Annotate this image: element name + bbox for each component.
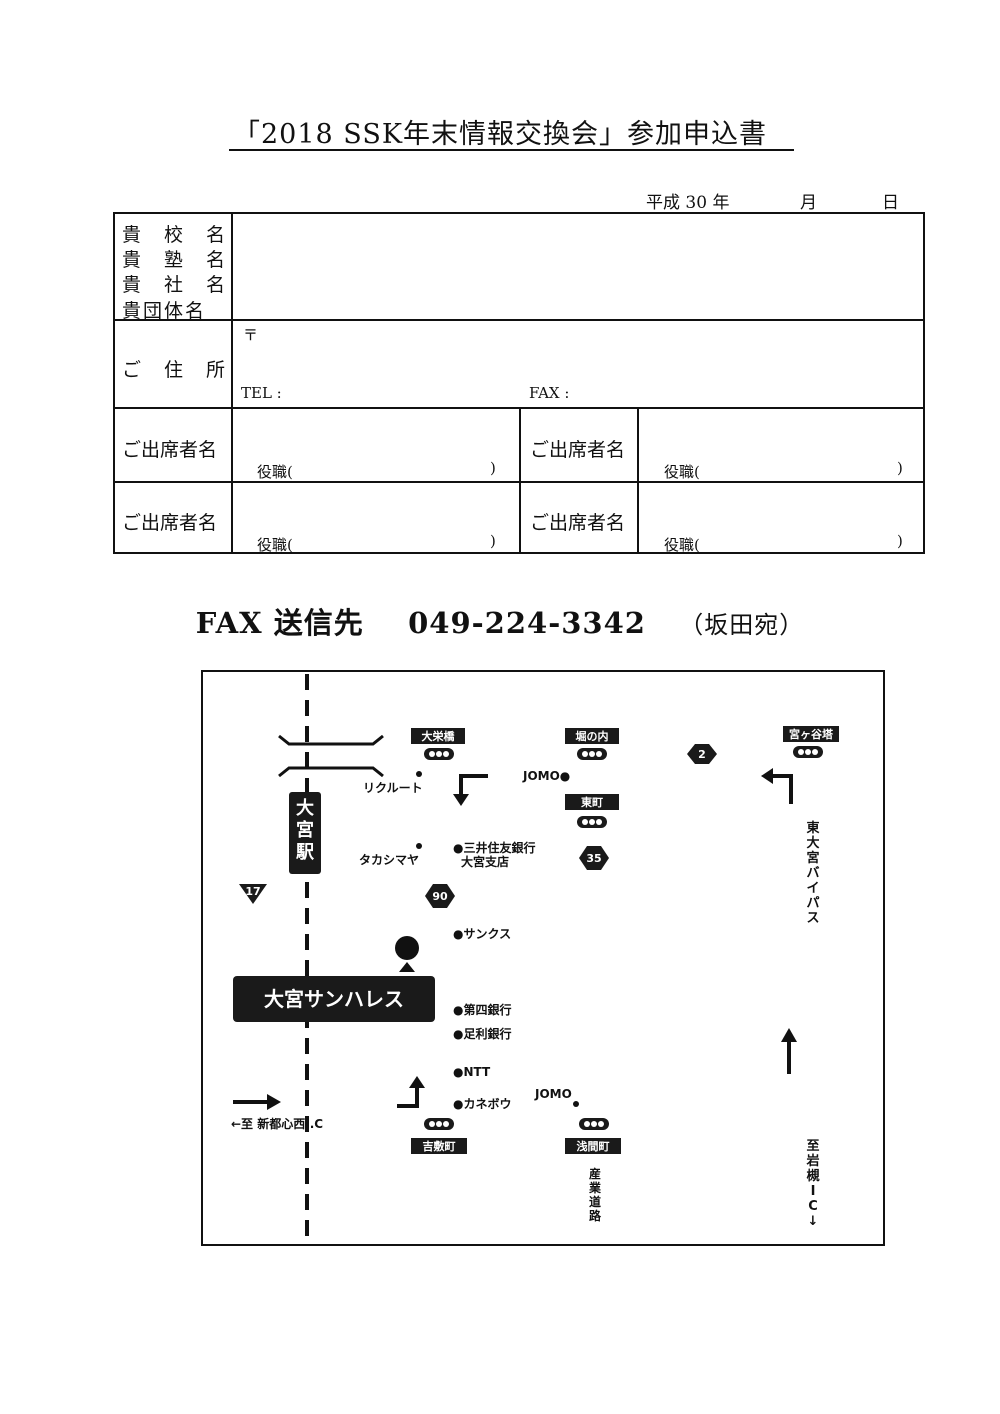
place-ntt: ●NTT: [453, 1065, 491, 1079]
attendee-label-1: ご出席者名: [122, 439, 218, 461]
form-divider: [519, 407, 521, 554]
svg-text:90: 90: [432, 890, 448, 903]
venue-box: [233, 976, 435, 1022]
place-smbc: ●三井住友銀行: [453, 840, 535, 855]
position-close-4: ): [897, 532, 903, 550]
position-close-2: ): [897, 459, 903, 477]
org-label-school: 貴 校 名: [122, 224, 228, 246]
recruit-dot: [416, 771, 422, 777]
org-label-group: 貴団体名: [122, 300, 207, 322]
route-17-marker: [239, 884, 267, 904]
road-bypass: 東大宮バイパス: [806, 820, 819, 926]
position-label-3: 役職(: [257, 536, 293, 554]
place-recruit: リクルート: [363, 781, 423, 795]
place-smbc-branch: 大宮支店: [461, 854, 509, 869]
title-underline: [229, 149, 794, 151]
signal-sengencho: 浅間町: [565, 1118, 621, 1154]
map-svg: 大宮駅 17 大栄橋 堀の内 東町 宮ヶ谷塔: [231, 674, 839, 1244]
jomo-bottom-dot: [573, 1101, 579, 1107]
place-takashimaya: タカシマヤ: [359, 853, 419, 867]
form-divider: [231, 212, 233, 554]
attendee-label-2: ご出席者名: [530, 439, 626, 461]
svg-text:2: 2: [698, 748, 706, 761]
fax-label: FAX :: [529, 384, 570, 402]
signal-daiei: 大栄橋: [411, 728, 465, 760]
route-17-label: 17: [245, 885, 260, 898]
signal-horinouchi: 堀の内: [565, 728, 619, 760]
station-name: 大宮駅: [295, 797, 315, 863]
bridge-line: [278, 734, 384, 746]
fax-destination: FAX 送信先 049-224-3342 （坂田宛）: [0, 600, 1000, 642]
place-jomo-top: JOMO●: [522, 769, 570, 783]
date-day: 日: [882, 193, 899, 213]
turn-arrow-icon: [397, 1084, 419, 1108]
position-label-2: 役職(: [664, 463, 700, 481]
form-divider: [113, 319, 925, 321]
date-era-year: 平成 30 年: [646, 193, 730, 213]
attendee-label-3: ご出席者名: [122, 512, 218, 534]
tel-label: TEL :: [241, 384, 282, 402]
signal-higashimachi: 東町: [565, 794, 619, 828]
svg-text:浅間町: 浅間町: [577, 1139, 610, 1153]
attendee-field-4[interactable]: [640, 484, 922, 552]
turn-arrow-icon: [769, 774, 793, 804]
fax-destination-number: 049-224-3342: [408, 606, 646, 640]
date-month: 月: [800, 193, 817, 213]
attendee-field-3[interactable]: [234, 484, 518, 552]
signal-yoshikicho: 吉敷町: [411, 1118, 467, 1154]
venue-pointer: [399, 962, 415, 972]
position-label-1: 役職(: [257, 463, 293, 481]
position-label-4: 役職(: [664, 536, 700, 554]
turn-arrow-icon: [459, 774, 488, 798]
svg-text:堀の内: 堀の内: [576, 729, 609, 743]
org-label-company: 貴 社 名: [122, 274, 228, 296]
place-daishi: ●第四銀行: [453, 1002, 511, 1017]
position-close-3: ): [490, 532, 496, 550]
place-kanebo: ●カネボウ: [453, 1096, 511, 1111]
svg-text:吉敷町: 吉敷町: [423, 1139, 456, 1153]
form-divider: [637, 407, 639, 554]
road-sangyo: 産業道路: [588, 1166, 602, 1223]
signal-miyagaya: 宮ヶ谷塔: [783, 726, 839, 758]
east-arrow-head-icon: [267, 1094, 281, 1110]
place-sunkus: ●サンクス: [453, 927, 511, 941]
route-90-marker: 90: [425, 884, 455, 908]
attendee-field-1[interactable]: [234, 410, 518, 480]
route-2-marker: 2: [687, 744, 717, 764]
takashimaya-dot: [416, 843, 422, 849]
fax-destination-to: （坂田宛）: [679, 611, 805, 639]
svg-text:大栄橋: 大栄橋: [422, 729, 456, 743]
place-ashikaga: ●足利銀行: [453, 1026, 511, 1041]
venue-name: 大宮サンハレス: [264, 987, 404, 1011]
svg-text:宮ヶ谷塔: 宮ヶ谷塔: [789, 727, 834, 741]
attendee-field-2[interactable]: [640, 410, 922, 480]
access-map: 大宮駅 17 大栄橋 堀の内 東町 宮ヶ谷塔: [201, 670, 885, 1246]
postal-mark: 〒: [243, 326, 259, 344]
station-box: [289, 792, 321, 874]
fax-destination-label: FAX 送信先: [195, 606, 364, 640]
address-label: ご 住 所: [122, 359, 228, 381]
road-shintoshin: ←至 新都心西I.C: [231, 1116, 323, 1131]
place-jomo-bottom: JOMO: [534, 1087, 572, 1101]
org-name-field[interactable]: [234, 214, 922, 318]
position-close-1: ): [490, 459, 496, 477]
attendee-label-4: ご出席者名: [530, 512, 626, 534]
address-field[interactable]: [234, 322, 922, 406]
venue-pin-icon: [395, 936, 419, 960]
svg-text:35: 35: [586, 852, 601, 865]
turn-arrow-head-icon: [761, 768, 773, 784]
page-title: 「2018 SSK年末情報交換会」参加申込書: [233, 119, 767, 150]
north-arrow-head-icon: [781, 1028, 797, 1042]
svg-text:東町: 東町: [581, 795, 603, 809]
org-label-juku: 貴 塾 名: [122, 249, 228, 271]
route-35-marker: 35: [579, 846, 609, 870]
bridge-line: [278, 766, 384, 778]
turn-arrow-head-icon: [453, 794, 469, 806]
turn-arrow-head-icon: [409, 1076, 425, 1088]
